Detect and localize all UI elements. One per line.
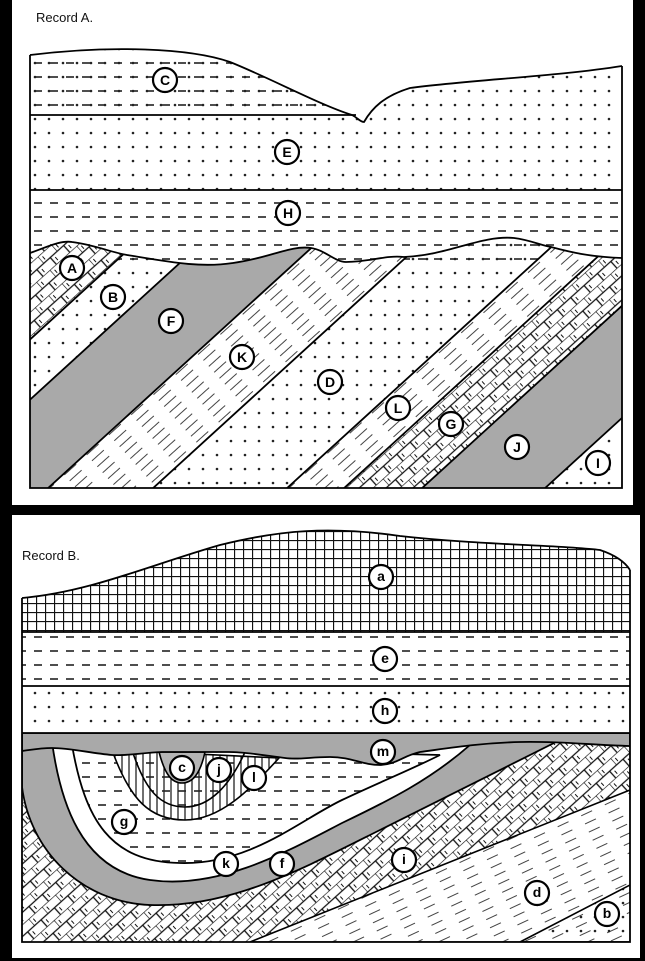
record-b-title: Record B. [22,548,80,563]
label-K: K [228,343,256,371]
bed-boundaries [30,237,622,488]
record-b-frame [21,570,631,943]
label-m: m [369,738,397,766]
label-i: i [390,846,418,874]
land-surface-b [21,529,631,599]
record-b-panel: Record B. a e h m c j l g k f i [12,515,640,958]
label-b: b [593,900,621,928]
label-e: e [371,645,399,673]
svg-text:B: B [108,289,118,305]
layer-A [30,237,150,488]
svg-text:h: h [381,702,390,718]
label-C: C [151,66,179,94]
layer-G [342,237,622,488]
label-H: H [274,199,302,227]
svg-text:l: l [252,769,256,785]
record-a-panel: Record A. C E H A B [12,0,633,505]
layer-L [285,237,622,488]
label-B: B [99,283,127,311]
svg-text:D: D [325,374,335,390]
label-h: h [371,697,399,725]
record-a-frame [29,55,623,489]
svg-text:j: j [216,761,221,777]
svg-text:G: G [446,416,457,432]
svg-text:f: f [280,855,285,871]
label-F: F [157,307,185,335]
svg-text:L: L [394,400,403,416]
svg-text:K: K [237,349,247,365]
label-j: j [205,756,233,784]
svg-text:J: J [513,439,521,455]
layer-a [22,530,630,632]
record-a-title: Record A. [36,10,93,25]
label-E: E [273,138,301,166]
svg-text:C: C [160,72,170,88]
layer-h [22,686,630,733]
land-surface-a [29,48,623,123]
svg-text:F: F [167,313,176,329]
layer-b [519,884,630,942]
label-l: l [240,764,268,792]
label-f: f [268,850,296,878]
svg-text:H: H [283,205,293,221]
svg-text:k: k [222,855,230,871]
label-I: I [584,449,612,477]
label-c: c [168,754,196,782]
svg-text:m: m [377,743,389,759]
label-D: D [316,368,344,396]
layer-C [30,49,352,116]
label-G: G [437,410,465,438]
svg-text:E: E [282,144,291,160]
label-a: a [367,563,395,591]
label-A: A [58,254,86,282]
label-d: d [523,879,551,907]
svg-text:e: e [381,650,389,666]
unconformity-a [29,236,623,266]
svg-text:d: d [533,884,542,900]
label-J: J [503,433,531,461]
svg-text:a: a [377,568,385,584]
svg-text:b: b [603,905,612,921]
label-k: k [212,850,240,878]
svg-text:A: A [67,260,77,276]
folded-beds [22,733,630,942]
svg-text:c: c [178,759,186,775]
tilted-beds [30,237,622,488]
svg-text:I: I [596,455,600,471]
layer-e [22,632,630,686]
label-L: L [384,394,412,422]
layer-m [22,733,630,766]
svg-text:i: i [402,851,406,867]
label-g: g [110,808,138,836]
layer-J [420,237,622,488]
layer-F [30,237,331,488]
svg-text:g: g [120,813,129,829]
